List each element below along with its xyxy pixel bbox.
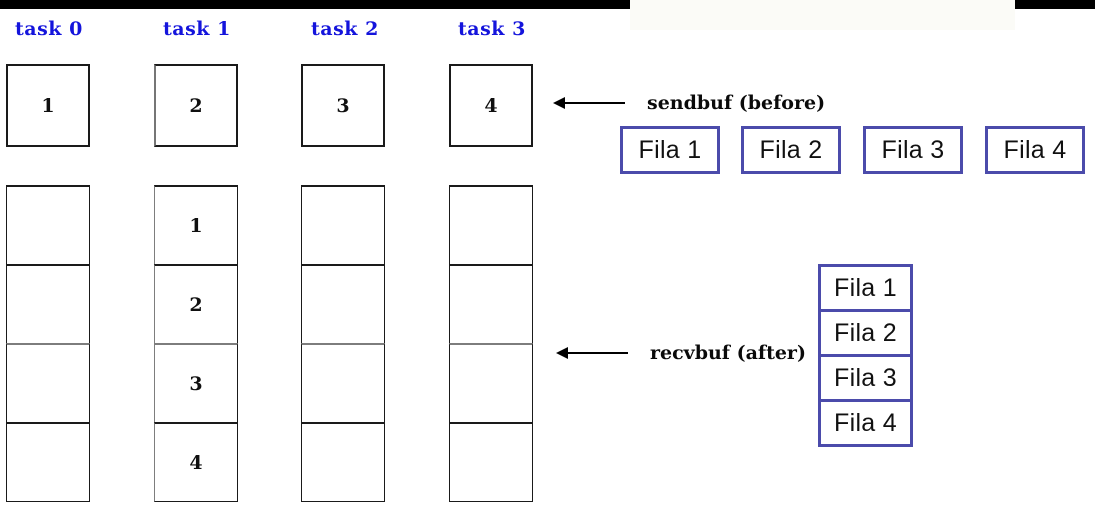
recvbuf-cell bbox=[301, 422, 385, 502]
recvbuf-cell bbox=[301, 185, 385, 265]
task-label-3: task 3 bbox=[458, 18, 526, 40]
recvbuf-column-task-3 bbox=[449, 185, 533, 502]
recvbuf-column-task-0 bbox=[6, 185, 90, 502]
recvbuf-cell bbox=[301, 343, 385, 423]
recvbuf-cell: 1 bbox=[154, 185, 238, 265]
task-label-0: task 0 bbox=[15, 18, 83, 40]
recvbuf-cell bbox=[6, 185, 90, 265]
task-label-1: task 1 bbox=[163, 18, 231, 40]
fila-box-stack-1: Fila 1 bbox=[818, 264, 913, 312]
fila-box-row-4: Fila 4 bbox=[985, 126, 1085, 174]
fila-box-stack-3: Fila 3 bbox=[818, 354, 913, 402]
recvbuf-label: recvbuf (after) bbox=[650, 342, 806, 364]
recvbuf-cell bbox=[6, 264, 90, 344]
recvbuf-cell bbox=[449, 343, 533, 423]
left-arrow-icon bbox=[553, 96, 625, 110]
sendbuf-cell-task-3: 4 bbox=[449, 64, 533, 147]
recvbuf-cell: 2 bbox=[154, 264, 238, 344]
recvbuf-annotation: recvbuf (after) bbox=[556, 342, 806, 364]
recvbuf-cell bbox=[301, 264, 385, 344]
fila-box-row-3: Fila 3 bbox=[863, 126, 963, 174]
task-label-2: task 2 bbox=[311, 18, 379, 40]
recvbuf-cell bbox=[6, 422, 90, 502]
recvbuf-cell: 4 bbox=[154, 422, 238, 502]
recvbuf-cell: 3 bbox=[154, 343, 238, 423]
scan-edge-artifact bbox=[0, 0, 1095, 9]
recvbuf-column-task-2 bbox=[301, 185, 385, 502]
fila-box-stack-2: Fila 2 bbox=[818, 309, 913, 357]
fila-box-row-2: Fila 2 bbox=[741, 126, 841, 174]
sendbuf-cell-task-2: 3 bbox=[301, 64, 385, 147]
fila-box-row-1: Fila 1 bbox=[620, 126, 720, 174]
sendbuf-cell-task-1: 2 bbox=[154, 64, 238, 147]
recvbuf-cell bbox=[6, 343, 90, 423]
recvbuf-column-task-1: 1 2 3 4 bbox=[154, 185, 238, 502]
left-arrow-icon bbox=[556, 346, 628, 360]
fila-stack: Fila 1 Fila 2 Fila 3 Fila 4 bbox=[818, 264, 913, 447]
sendbuf-cell-task-0: 1 bbox=[6, 64, 90, 147]
recvbuf-cell bbox=[449, 422, 533, 502]
fila-box-stack-4: Fila 4 bbox=[818, 399, 913, 447]
scan-highlight-artifact bbox=[630, 0, 1015, 30]
recvbuf-cell bbox=[449, 264, 533, 344]
sendbuf-label: sendbuf (before) bbox=[647, 92, 826, 114]
recvbuf-cell bbox=[449, 185, 533, 265]
sendbuf-annotation: sendbuf (before) bbox=[553, 92, 825, 114]
